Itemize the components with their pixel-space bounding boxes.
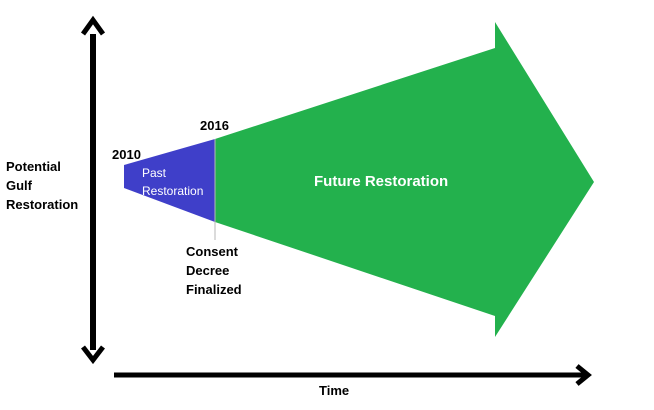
future-restoration-label: Future Restoration bbox=[314, 173, 449, 190]
past-restoration-shape bbox=[124, 139, 215, 222]
start-year-label: 2010 bbox=[112, 147, 141, 162]
future-restoration-arrow bbox=[215, 22, 594, 337]
past-restoration-label: Past Restoration bbox=[142, 166, 204, 198]
milestone-year-label: 2016 bbox=[200, 118, 229, 133]
x-axis-label: Time bbox=[319, 383, 350, 398]
y-axis-label: Potential Gulf Restoration bbox=[6, 159, 79, 212]
y-axis-arrow bbox=[80, 15, 106, 365]
x-axis-arrow bbox=[114, 364, 592, 386]
consent-decree-label: Consent Decree Finalized bbox=[186, 244, 242, 297]
